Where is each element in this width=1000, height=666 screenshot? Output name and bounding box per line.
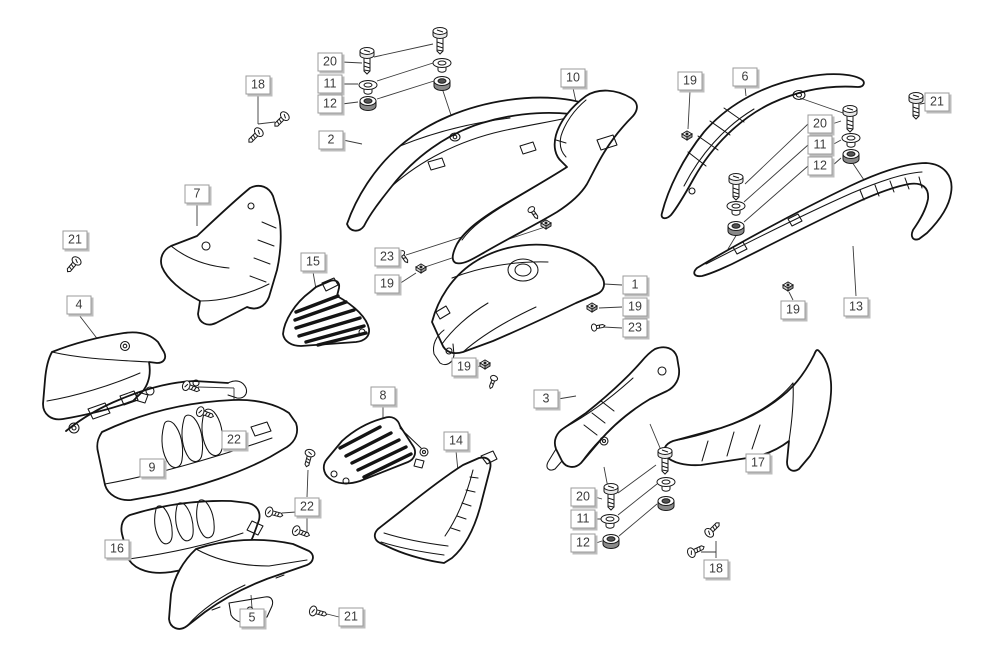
callout-22: 22 [221, 430, 247, 450]
callout-12: 12 [317, 94, 343, 114]
callout-19: 19 [622, 297, 648, 317]
callout-14: 14 [443, 431, 469, 451]
callout-10: 10 [560, 68, 586, 88]
callout-18: 18 [245, 75, 271, 95]
callout-8: 8 [370, 386, 396, 406]
part-drawing-8 [322, 416, 429, 485]
callout-19: 19 [374, 274, 400, 294]
callout-20: 20 [807, 114, 833, 134]
callout-9: 9 [139, 458, 165, 478]
callout-4: 4 [66, 295, 92, 315]
part-drawing-3 [546, 346, 680, 471]
callout-19: 19 [780, 300, 806, 320]
callout-2: 2 [318, 130, 344, 150]
callout-17: 17 [745, 453, 771, 473]
callout-21: 21 [338, 607, 364, 627]
callout-13: 13 [843, 297, 869, 317]
callout-20: 20 [570, 487, 596, 507]
part-drawing-15 [282, 277, 370, 347]
part-drawing-5 [168, 538, 314, 630]
callout-15: 15 [300, 252, 326, 272]
callout-23: 23 [622, 318, 648, 338]
callout-11: 11 [317, 74, 343, 94]
part-drawing-13 [693, 162, 953, 278]
callout-12: 12 [807, 156, 833, 176]
callout-7: 7 [184, 184, 210, 204]
part-drawing-17 [663, 349, 833, 472]
callout-23: 23 [374, 247, 400, 267]
callout-5: 5 [239, 608, 265, 628]
callout-20: 20 [317, 52, 343, 72]
callout-21: 21 [924, 92, 950, 112]
callout-6: 6 [732, 67, 758, 87]
callout-19: 19 [451, 357, 477, 377]
callout-21: 21 [62, 230, 88, 250]
callout-16: 16 [104, 539, 130, 559]
callout-1: 1 [622, 275, 648, 295]
callout-18: 18 [703, 559, 729, 579]
part-drawing-7 [160, 184, 282, 326]
callout-11: 11 [570, 509, 596, 529]
part-drawing-10 [451, 89, 638, 265]
part-drawing-6 [660, 73, 865, 220]
callout-11: 11 [807, 135, 833, 155]
callout-19: 19 [677, 71, 703, 91]
callout-12: 12 [570, 533, 596, 553]
part-drawing-14 [373, 450, 498, 564]
callout-3: 3 [533, 389, 559, 409]
callout-22: 22 [294, 497, 320, 517]
leader-lines [78, 43, 927, 618]
part-drawing-1 [431, 243, 605, 366]
part-drawing-4 [42, 331, 167, 421]
